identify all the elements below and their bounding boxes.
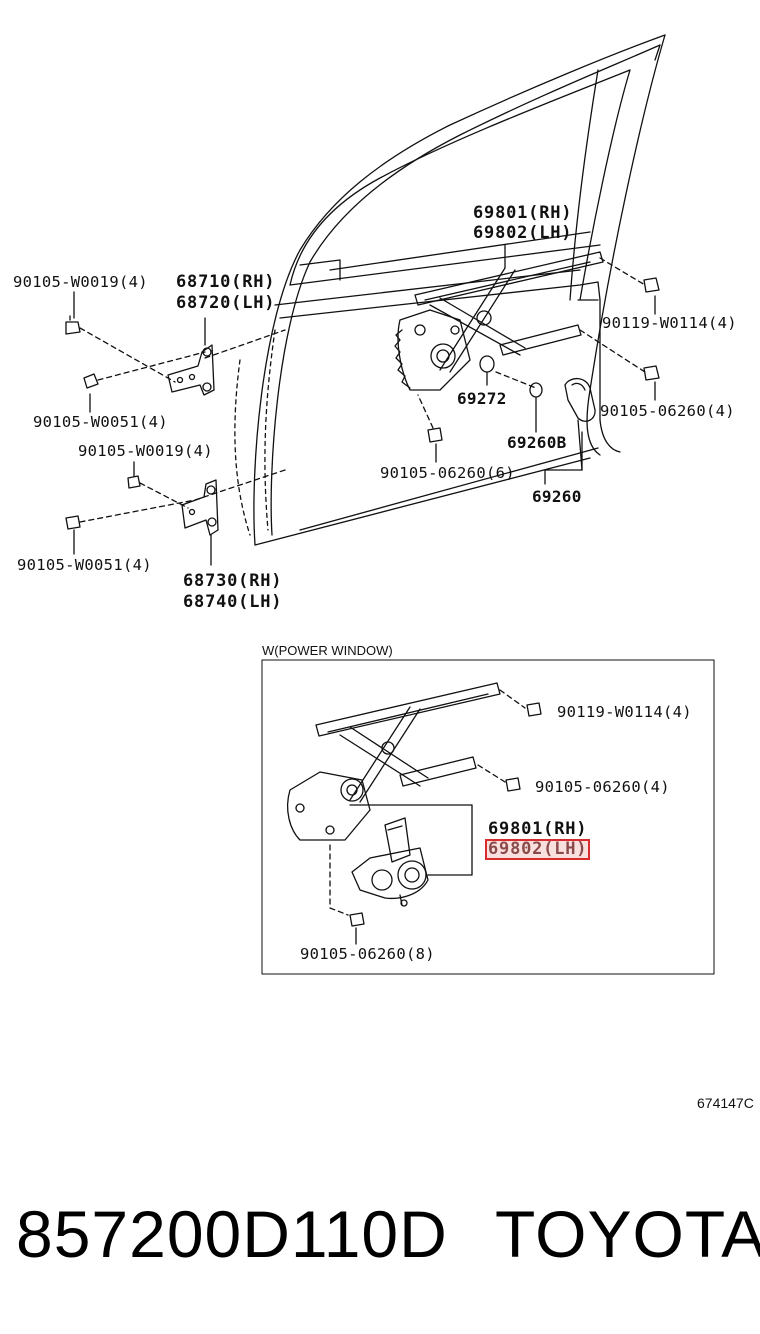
label-pw-bolt-w0114: 90119-W0114(4) <box>557 703 692 721</box>
label-hinge-lower-rh: 68730(RH) <box>183 571 283 591</box>
window-motor-shape <box>351 817 429 907</box>
footer-brand: TOYOTA <box>495 1197 760 1271</box>
label-pw-regulator-rh: 69801(RH) <box>488 819 588 839</box>
bolt-icons-upper <box>65 277 660 530</box>
power-window-box <box>261 659 715 975</box>
label-bolt-w0019-lower: 90105-W0019(4) <box>78 442 213 460</box>
label-pw-bolt-06260-4: 90105-06260(4) <box>535 778 670 796</box>
label-pw-regulator-lh-highlighted[interactable]: 69802(LH) <box>484 839 591 860</box>
handle-69260-shape <box>529 377 596 422</box>
label-hinge-lower-lh: 68740(LH) <box>183 592 283 612</box>
hinge-upper-shape <box>167 317 215 396</box>
regulator-assembly-power <box>286 682 501 841</box>
label-hinge-upper-rh: 68710(RH) <box>176 272 276 292</box>
label-bolt-06260-6: 90105-06260(6) <box>380 464 515 482</box>
label-part-69260b: 69260B <box>507 433 567 452</box>
part-69272-shape <box>479 355 495 373</box>
bolt-icons-power <box>349 702 542 927</box>
label-bolt-w0051-lower: 90105-W0051(4) <box>17 556 152 574</box>
label-bolt-w0051-upper: 90105-W0051(4) <box>33 413 168 431</box>
label-hinge-upper-lh: 68720(LH) <box>176 293 276 313</box>
regulator-assembly-upper <box>394 251 604 391</box>
label-bolt-w0114: 90119-W0114(4) <box>602 314 737 332</box>
power-window-section-title: W(POWER WINDOW) <box>262 643 393 658</box>
footer-part-number: 857200D110D <box>16 1197 448 1271</box>
hinge-lower-shape <box>181 479 219 566</box>
label-regulator-lh: 69802(LH) <box>473 223 573 243</box>
label-pw-bolt-06260-8: 90105-06260(8) <box>300 945 435 963</box>
label-bolt-w0019-upper: 90105-W0019(4) <box>13 273 148 291</box>
label-bolt-06260-4: 90105-06260(4) <box>600 402 735 420</box>
label-regulator-rh: 69801(RH) <box>473 203 573 223</box>
label-part-69272: 69272 <box>457 389 507 408</box>
door-outer-frame <box>253 34 666 546</box>
drawing-number: 674147C <box>697 1095 754 1111</box>
label-part-69260: 69260 <box>532 487 582 506</box>
